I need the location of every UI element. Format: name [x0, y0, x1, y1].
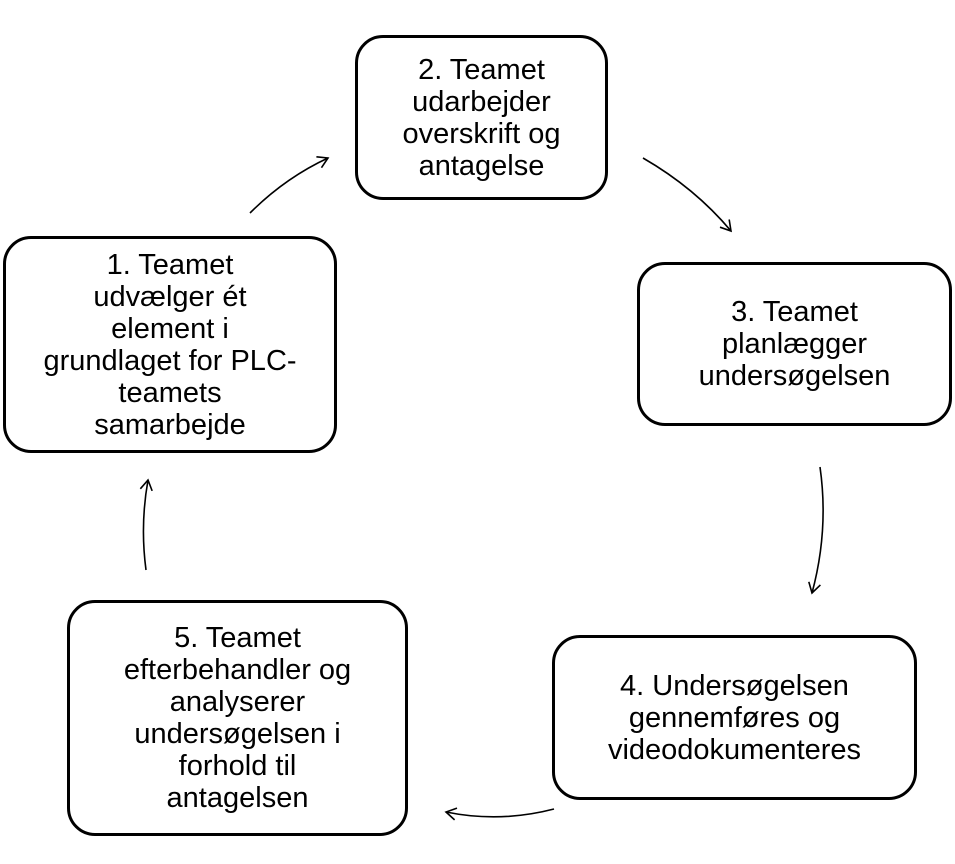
arrow-4-to-5 [444, 807, 555, 821]
step-5-box: 5. Teamet efterbehandler og analyserer u… [67, 600, 408, 836]
step-1-text: 1. Teamet udvælger ét element i grundlag… [43, 248, 297, 441]
arrow-3-to-4 [808, 466, 824, 595]
step-3-text: 3. Teamet planlægger undersøgelsen [698, 296, 891, 392]
step-3-box: 3. Teamet planlægger undersøgelsen [637, 262, 952, 426]
step-4-text: 4. Undersøgelsen gennemføres og videodok… [607, 669, 862, 766]
arrow-1-to-2 [249, 155, 330, 214]
arrow-2-to-3 [642, 157, 732, 233]
step-1-box: 1. Teamet udvælger ét element i grundlag… [3, 236, 337, 453]
arrow-5-to-1 [139, 478, 153, 571]
step-2-text: 2. Teamet udarbejder overskrift og antag… [402, 53, 561, 182]
step-2-box: 2. Teamet udarbejder overskrift og antag… [355, 35, 608, 200]
step-4-box: 4. Undersøgelsen gennemføres og videodok… [552, 635, 917, 800]
step-5-text: 5. Teamet efterbehandler og analyserer u… [123, 622, 352, 814]
